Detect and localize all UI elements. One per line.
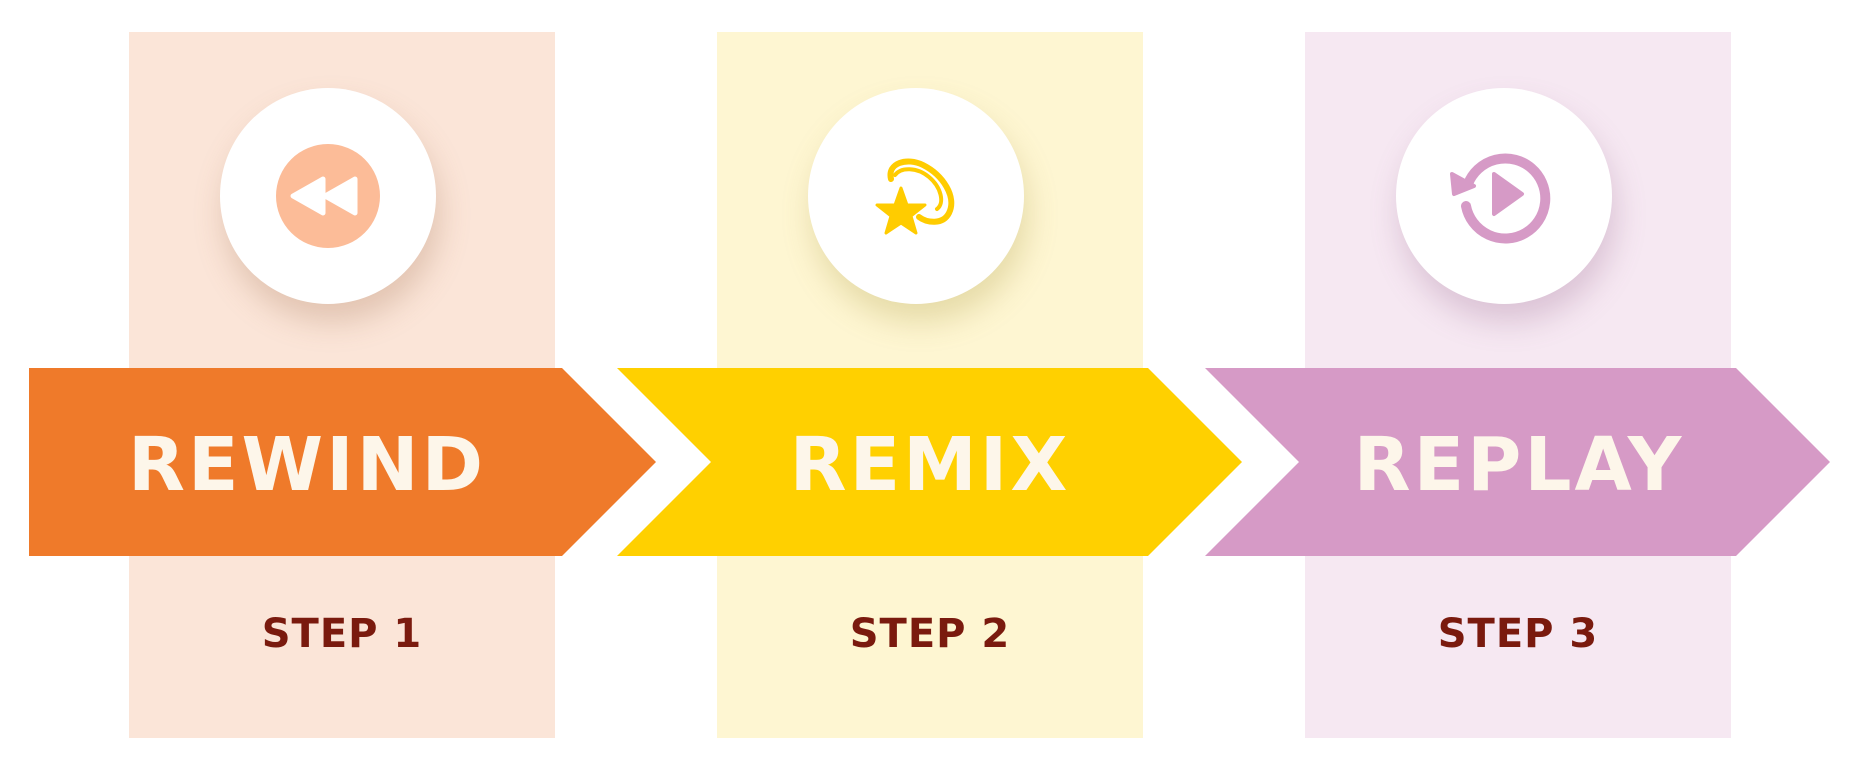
step-2-label: STEP 2 <box>849 611 1011 657</box>
step-1-label: STEP 1 <box>261 611 423 657</box>
shooting-star-icon <box>875 158 955 235</box>
step-1-icon-circle <box>220 88 436 304</box>
step-2-icon-circle <box>808 88 1024 304</box>
step-2-title: REMIX <box>790 422 1071 508</box>
step-3-icon-circle <box>1396 88 1612 304</box>
step-3-title: REPLAY <box>1354 422 1685 508</box>
step-1-arrow <box>29 368 656 556</box>
step-3-arrow <box>1205 368 1830 556</box>
rewind-icon <box>276 144 380 248</box>
replay-icon <box>1450 153 1551 244</box>
step-3-label: STEP 3 <box>1437 611 1599 657</box>
step-1-title: REWIND <box>128 422 486 508</box>
step-2-arrow <box>617 368 1242 556</box>
